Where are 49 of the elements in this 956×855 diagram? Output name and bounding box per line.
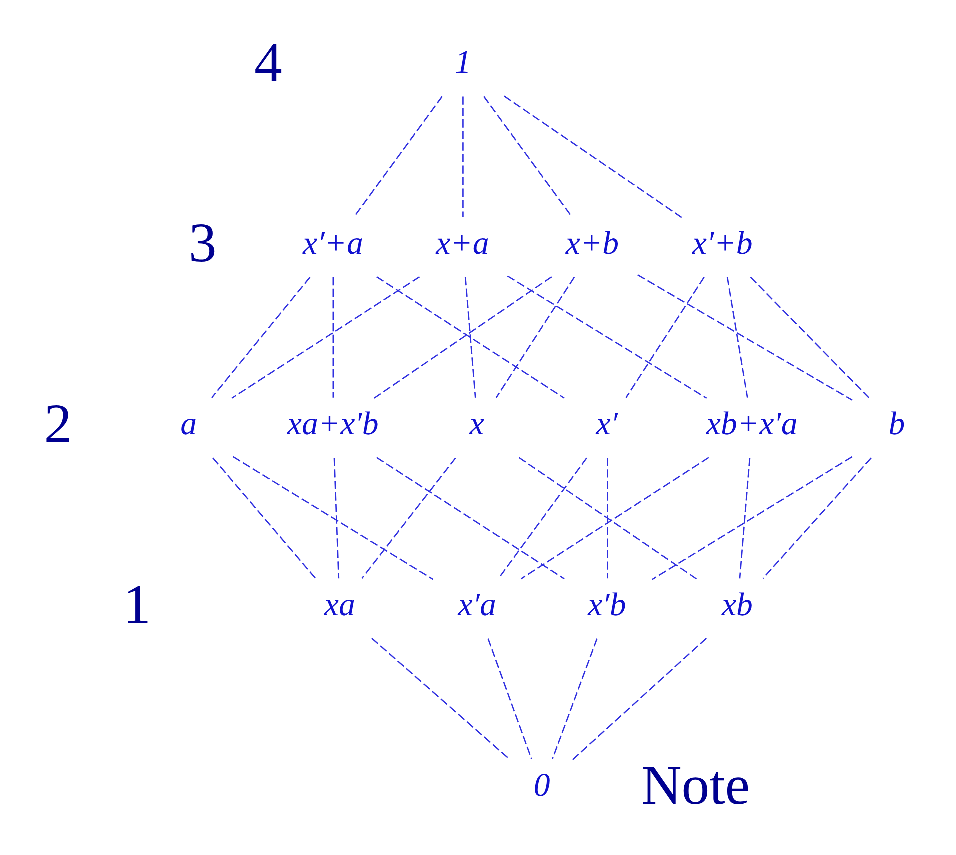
connector [462,96,464,217]
connector [334,458,340,578]
connector [488,638,532,760]
node-text: x [470,406,484,442]
connector [212,457,316,579]
node-text: x′+a [303,225,364,262]
node-text: xb+x′a [706,406,798,442]
node-text: x′a [458,586,496,623]
connector [498,457,588,579]
node-text: 0 [534,768,550,804]
node-text: a [180,406,198,442]
node-text: xb [722,586,753,623]
connector [572,638,708,760]
connector [638,274,853,400]
node-text: b [888,406,906,442]
connector [762,457,872,579]
connector [607,458,608,578]
connector [626,276,705,398]
node-text: x′+b [692,225,753,262]
node-text: x′b [588,586,626,623]
connector [376,456,565,580]
connector [739,458,751,578]
connector [233,456,434,580]
connector [212,276,311,398]
connector [552,638,598,760]
connector [362,457,456,579]
connector [354,96,443,218]
label: 2 [44,392,72,455]
label: Note [641,754,750,816]
label: 4 [254,31,282,94]
connector [507,275,708,398]
connector [484,96,573,218]
label: 1 [123,574,152,636]
connector [750,276,870,398]
label: 3 [188,212,217,274]
connector [464,276,476,398]
connector [652,456,853,580]
connector [504,95,682,218]
node-text: x′ [596,406,618,442]
connector [726,276,748,398]
node-text: 1 [455,44,472,81]
connector [332,276,334,398]
connector [496,276,576,398]
node-text: x+b [566,225,620,262]
connector [372,638,511,760]
node-text: xa+x′b [287,406,379,442]
connector [232,276,420,398]
node-text: xa [324,586,356,623]
node-text: x+a [436,225,490,262]
